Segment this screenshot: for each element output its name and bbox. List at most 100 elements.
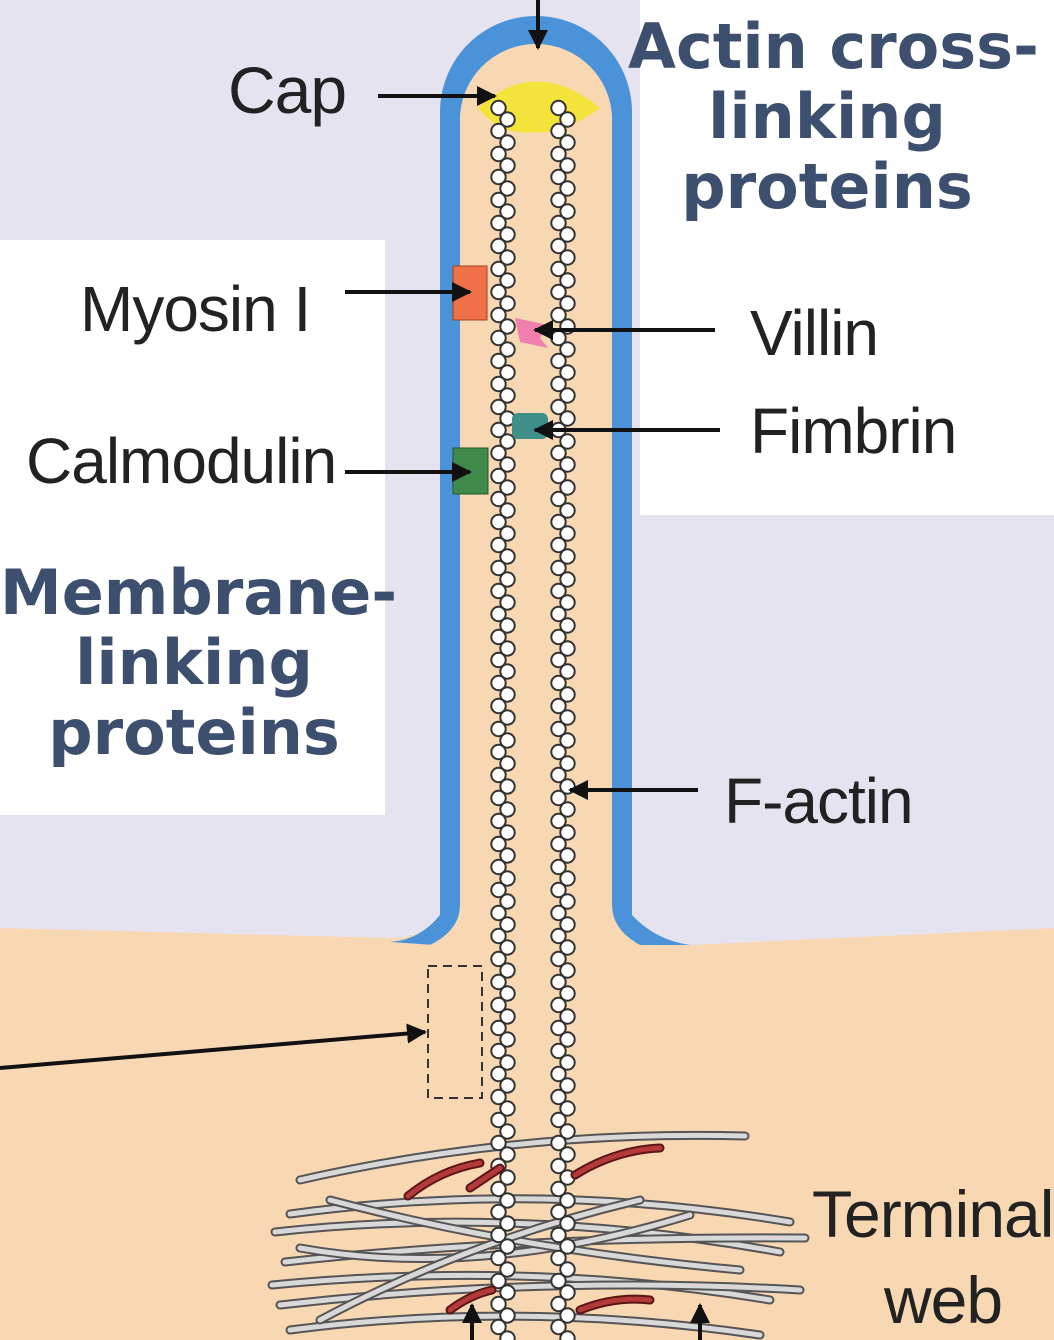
- actin-bead: [559, 157, 576, 174]
- actin-bead: [490, 697, 507, 715]
- actin-bead: [499, 548, 516, 565]
- actin-bead: [490, 237, 507, 255]
- actin-bead: [559, 456, 576, 473]
- actin-bead: [490, 1272, 507, 1290]
- myosin-label: Myosin I: [80, 273, 311, 345]
- actin-bead: [550, 1042, 567, 1060]
- actin-bead: [550, 582, 567, 600]
- actin-bead: [490, 398, 507, 416]
- actin-bead: [559, 364, 576, 381]
- actin-bead: [499, 1169, 516, 1186]
- actin-bead: [490, 1088, 507, 1106]
- actin-bead: [559, 180, 576, 197]
- actin-bead: [550, 651, 567, 669]
- actin-bead: [550, 559, 567, 577]
- actin-bead: [490, 1203, 507, 1221]
- actin-bead: [499, 456, 516, 473]
- actin-bead: [559, 962, 576, 979]
- actin-bead: [499, 180, 516, 197]
- actin-bead: [490, 421, 507, 439]
- actin-bead: [559, 824, 576, 841]
- actin-bead: [550, 444, 567, 462]
- actin-bead: [499, 479, 516, 496]
- actin-bead: [559, 249, 576, 266]
- actin-bead: [559, 617, 576, 634]
- actin-bead: [499, 801, 516, 818]
- actin-bead: [550, 1203, 567, 1221]
- inset-arrow: [0, 1023, 427, 1070]
- actin-bead: [550, 1065, 567, 1083]
- actin-bead: [550, 1249, 567, 1267]
- actin-bead: [499, 387, 516, 404]
- actin-bead: [550, 375, 567, 393]
- web-filament: [297, 1132, 748, 1183]
- actin-bead: [490, 513, 507, 531]
- actin-bead: [499, 295, 516, 312]
- actin-bead: [499, 1261, 516, 1278]
- actin-bead: [490, 145, 507, 163]
- actin-bead: [559, 1146, 576, 1163]
- actin-bead: [490, 628, 507, 646]
- actin-bead: [559, 272, 576, 289]
- actin-bead: [499, 318, 516, 335]
- actin-bead: [550, 812, 567, 830]
- actin-bead: [499, 364, 516, 381]
- actin-bead: [559, 295, 576, 312]
- heading-line: proteins: [681, 150, 973, 224]
- actin-bead: [550, 1295, 567, 1313]
- actin-bead: [499, 1284, 516, 1301]
- actin-bead: [499, 1008, 516, 1025]
- villin-label: Villin: [750, 297, 879, 369]
- actin-bead: [559, 594, 576, 611]
- actin-bead: [559, 1008, 576, 1025]
- actin-filament-left: [490, 99, 516, 1340]
- inset-region-box: [427, 965, 483, 1099]
- actin-bead: [490, 467, 507, 485]
- actin-bead: [550, 996, 567, 1014]
- actin-bead: [550, 904, 567, 922]
- actin-bead: [499, 111, 516, 128]
- actin-bead: [490, 444, 507, 462]
- actin-bead: [490, 582, 507, 600]
- actin-bead: [550, 283, 567, 301]
- actin-bead: [490, 214, 507, 232]
- actin-bead: [559, 1284, 576, 1301]
- actin-bead: [559, 847, 576, 864]
- actin-bead: [550, 398, 567, 416]
- actin-bead: [559, 1100, 576, 1117]
- actin-bead: [559, 226, 576, 243]
- actin-bead: [559, 433, 576, 450]
- actin-bead: [559, 640, 576, 657]
- actin-bead: [559, 939, 576, 956]
- actin-bead: [490, 283, 507, 301]
- actin-bead: [550, 191, 567, 209]
- actin-bead: [559, 341, 576, 358]
- actin-bead: [559, 1307, 576, 1324]
- web-accent-filament: [447, 1287, 495, 1313]
- actin-bead: [499, 893, 516, 910]
- actin-bead: [550, 122, 567, 140]
- actin-bead: [559, 1054, 576, 1071]
- actin-bead: [499, 1330, 516, 1340]
- actin-bead: [559, 111, 576, 128]
- actin-bead: [550, 1180, 567, 1198]
- actin-bead: [550, 881, 567, 899]
- actin-bead: [490, 490, 507, 508]
- terminal-web-front: [403, 1143, 665, 1315]
- actin-bead: [490, 1111, 507, 1129]
- actin-bead: [559, 709, 576, 726]
- actin-bead: [499, 709, 516, 726]
- actin-bead: [490, 927, 507, 945]
- actin-bead: [490, 536, 507, 554]
- actin-bead: [559, 571, 576, 588]
- fimbrin-label: Fimbrin: [750, 395, 957, 467]
- actin-bead: [490, 1226, 507, 1244]
- actin-bead: [559, 502, 576, 519]
- actin-bead: [490, 1318, 507, 1336]
- actin-bead: [550, 352, 567, 370]
- cap-label: Cap: [228, 53, 347, 127]
- actin-bead: [499, 272, 516, 289]
- actin-bead: [499, 525, 516, 542]
- actin-bead: [559, 1077, 576, 1094]
- actin-bead: [490, 1249, 507, 1267]
